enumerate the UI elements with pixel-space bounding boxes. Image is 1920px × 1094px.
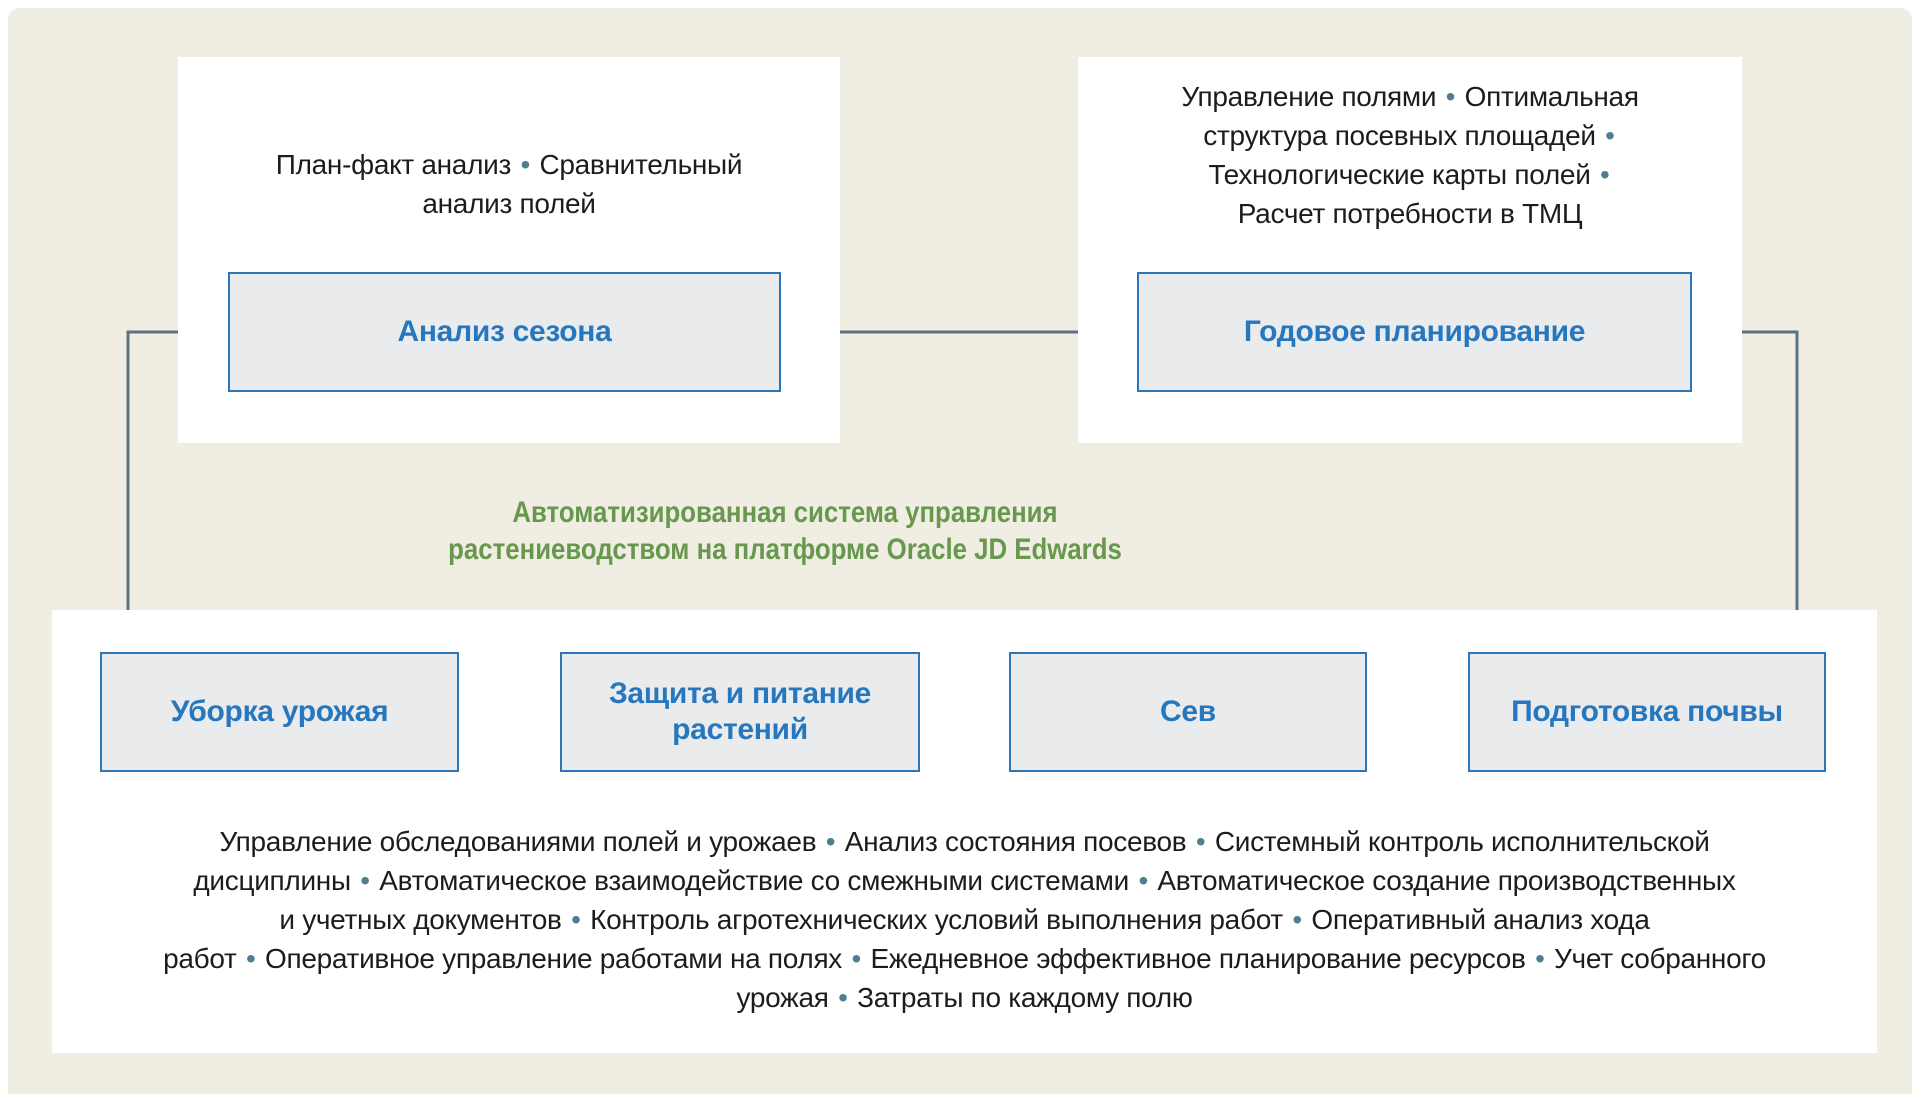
field-operations-card: Уборка урожая Защита и питание растений … xyxy=(52,610,1877,1053)
protection-nutrition-node: Защита и питание растений xyxy=(560,652,920,772)
harvest-node: Уборка урожая xyxy=(100,652,459,772)
soil-preparation-node: Подготовка почвы xyxy=(1468,652,1826,772)
season-analysis-label: Анализ сезона xyxy=(397,315,612,348)
sowing-label: Сев xyxy=(1160,695,1216,728)
harvest-label: Уборка урожая xyxy=(170,695,389,728)
annual-planning-node: Годовое планирование xyxy=(1137,272,1692,392)
operations-annotation: Управление обследованиями полей и урожае… xyxy=(163,826,1766,1013)
annual-planning-label: Годовое планирование xyxy=(1243,315,1586,348)
protection-nutrition-label: Защита и питание растений xyxy=(608,677,872,746)
season-analysis-node: Анализ сезона xyxy=(228,272,781,392)
sowing-node: Сев xyxy=(1009,652,1367,772)
soil-preparation-label: Подготовка почвы xyxy=(1511,695,1783,728)
